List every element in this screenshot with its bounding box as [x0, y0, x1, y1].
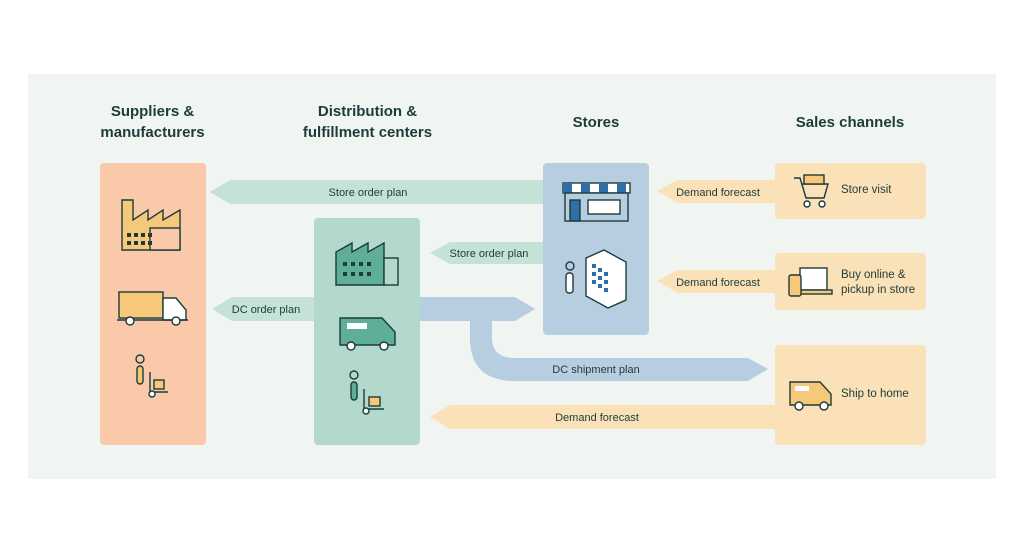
arrow-demand-forecast-2: Demand forecast	[657, 270, 775, 293]
factory-icon	[121, 199, 181, 251]
worker-with-handcart-icon	[135, 354, 168, 398]
channel-label-store-visit: Store visit	[841, 184, 892, 196]
arrow-label: Store order plan	[329, 187, 408, 199]
arrow-store-order-plan-top: Store order plan	[210, 180, 543, 204]
arrow-demand-forecast-3: Demand forecast	[430, 405, 775, 429]
column-title-suppliers: Suppliers & manufacturers	[100, 103, 205, 141]
arrow-label: DC order plan	[232, 304, 300, 316]
arrow-dc-order-plan: DC order plan	[212, 297, 314, 321]
shopping-cart-icon	[794, 174, 829, 208]
warehouse-icon	[335, 241, 399, 286]
arrow-demand-forecast-1: Demand forecast	[657, 180, 775, 203]
arrow-label: Store order plan	[450, 248, 529, 260]
truck-icon	[117, 291, 188, 326]
devices-icon	[788, 267, 833, 297]
arrow-label: Demand forecast	[555, 412, 639, 424]
arrow-store-order-plan-mid: Store order plan	[430, 242, 543, 264]
van-icon	[339, 317, 396, 351]
column-title-stores: Stores	[572, 114, 620, 131]
arrow-label: Demand forecast	[676, 277, 760, 289]
worker-with-handcart-icon	[349, 370, 384, 415]
arrow-dc-shipment-plan: DC shipment plan	[420, 297, 768, 381]
arrow-label: DC shipment plan	[552, 364, 639, 376]
column-title-sales-channels: Sales channels	[795, 114, 905, 131]
delivery-van-icon	[789, 381, 832, 411]
storefront-icon	[562, 182, 631, 222]
kiosk-with-person-icon	[565, 249, 627, 309]
channel-label-online: Buy online & pickup in store	[841, 269, 916, 296]
sales-channel-card-store-visit	[775, 163, 926, 219]
channel-label-ship-to-home: Ship to home	[841, 388, 909, 400]
arrow-label: Demand forecast	[676, 187, 760, 199]
column-title-distribution: Distribution & fulfillment centers	[302, 103, 433, 141]
